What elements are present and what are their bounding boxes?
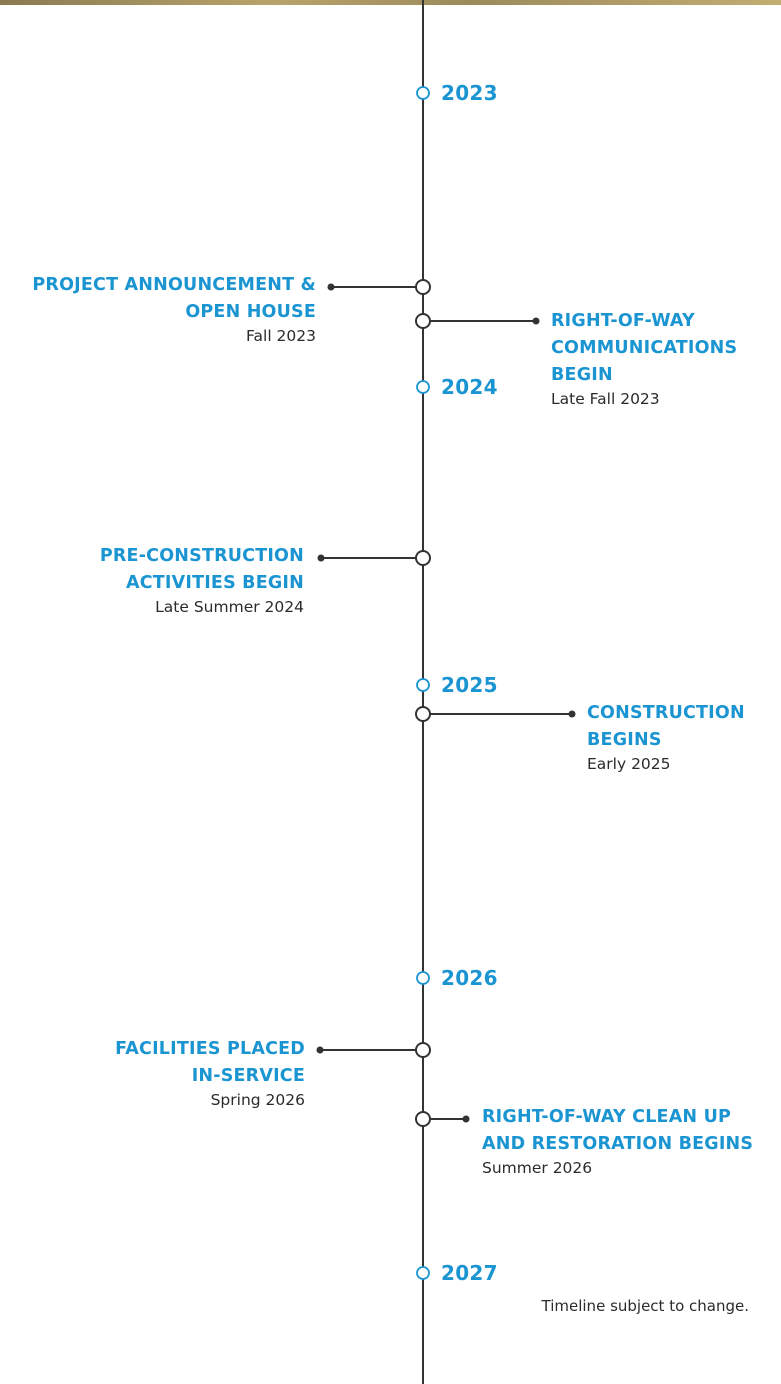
node-announcement — [415, 279, 431, 295]
event-title-line: IN-SERVICE — [191, 1066, 305, 1086]
node-construction — [415, 706, 431, 722]
event-date: Late Summer 2024 — [155, 598, 304, 616]
event-title-line: BEGIN — [551, 365, 613, 385]
event-date: Fall 2023 — [246, 327, 316, 345]
connector-dot-in-service — [316, 1046, 324, 1054]
node-in-service — [415, 1042, 431, 1058]
connector-dot-row-comm — [532, 317, 540, 325]
year-marker-2026 — [416, 971, 430, 985]
year-marker-2025 — [416, 678, 430, 692]
year-label-2025: 2025 — [441, 673, 498, 697]
year-label-2024: 2024 — [441, 375, 498, 399]
node-row-comm — [415, 313, 431, 329]
event-title-line: CONSTRUCTION — [587, 703, 745, 723]
event-title-line: RIGHT-OF-WAY CLEAN UP — [482, 1107, 732, 1127]
event-construction: CONSTRUCTION BEGINS Early 2025 — [587, 700, 745, 774]
event-date: Late Fall 2023 — [551, 390, 660, 408]
connector-dot-restoration — [462, 1115, 470, 1123]
year-marker-2023 — [416, 86, 430, 100]
node-preconstruction — [415, 550, 431, 566]
event-row-communications: RIGHT-OF-WAY COMMUNICATIONS BEGIN Late F… — [551, 308, 737, 409]
event-title-line: FACILITIES PLACED — [115, 1039, 305, 1059]
node-restoration — [415, 1111, 431, 1127]
year-marker-2024 — [416, 380, 430, 394]
event-title-line: BEGINS — [587, 730, 662, 750]
event-title-line: RIGHT-OF-WAY — [551, 311, 695, 331]
connector-dot-announcement — [327, 283, 335, 291]
event-title-line: PROJECT ANNOUNCEMENT & — [32, 275, 316, 295]
event-title-line: AND RESTORATION BEGINS — [482, 1134, 754, 1154]
year-label-2027: 2027 — [441, 1261, 498, 1285]
year-label-2023: 2023 — [441, 81, 498, 105]
connector-dot-construction — [568, 710, 576, 718]
event-date: Spring 2026 — [210, 1091, 305, 1109]
event-title-line: OPEN HOUSE — [185, 302, 316, 322]
event-preconstruction: PRE-CONSTRUCTION ACTIVITIES BEGIN Late S… — [100, 543, 304, 617]
event-in-service: FACILITIES PLACED IN-SERVICE Spring 2026 — [115, 1036, 305, 1110]
header-image-strip — [0, 0, 781, 5]
event-title-line: COMMUNICATIONS — [551, 338, 738, 358]
event-date: Summer 2026 — [482, 1159, 593, 1177]
event-title-line: ACTIVITIES BEGIN — [125, 573, 304, 593]
event-announcement: PROJECT ANNOUNCEMENT & OPEN HOUSE Fall 2… — [32, 272, 316, 346]
event-restoration: RIGHT-OF-WAY CLEAN UP AND RESTORATION BE… — [482, 1104, 753, 1178]
year-marker-2027 — [416, 1266, 430, 1280]
connector-dot-preconstruction — [317, 554, 325, 562]
event-title-line: PRE-CONSTRUCTION — [99, 546, 304, 566]
event-date: Early 2025 — [587, 755, 671, 773]
year-label-2026: 2026 — [441, 966, 498, 990]
footer-note: Timeline subject to change. — [541, 1297, 749, 1315]
